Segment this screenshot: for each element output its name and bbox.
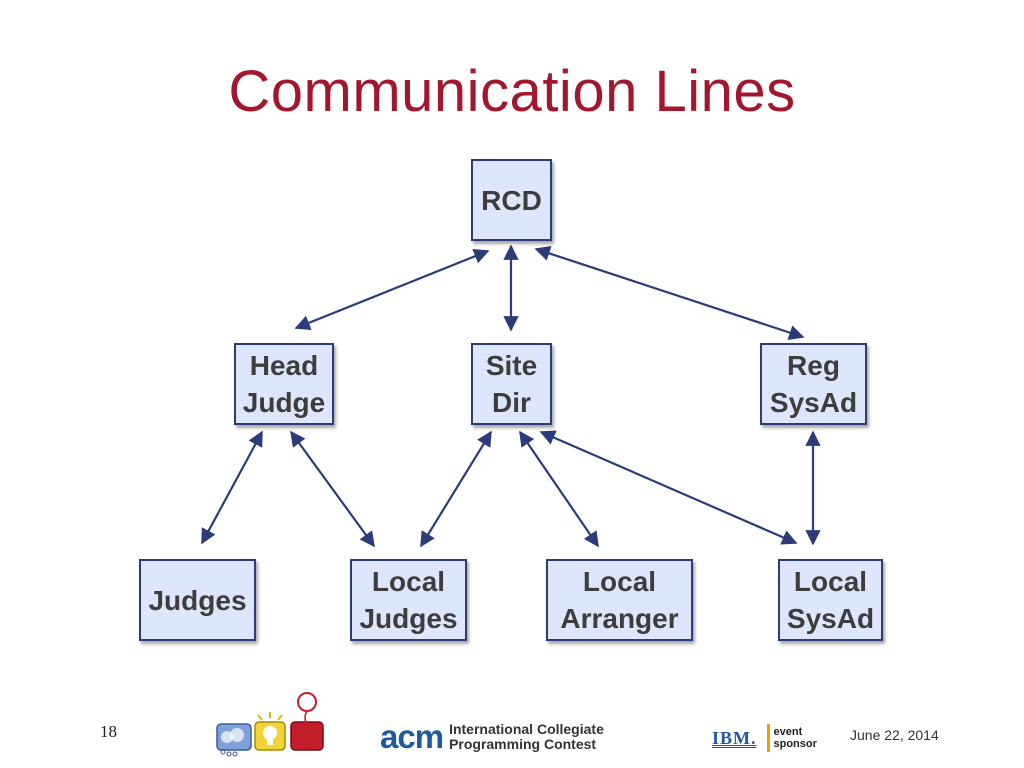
slide-number: 18 <box>100 722 117 741</box>
sponsor-divider <box>766 724 770 752</box>
edge-site-dir-local-arranger <box>519 430 599 548</box>
edge-site-dir-local-sysad <box>539 430 798 545</box>
node-site-dir-label: Site Dir <box>485 350 538 418</box>
node-local-judges-label: Local Judges <box>359 566 458 634</box>
node-site-dir: Site Dir <box>471 343 552 425</box>
cloud-icon <box>216 723 252 757</box>
edge-rcd-head-judge <box>294 249 490 330</box>
node-reg-sysad: Reg SysAd <box>760 343 867 425</box>
edge-head-judge-local-judges <box>290 430 375 548</box>
node-local-arranger-label: Local Arranger <box>560 566 679 634</box>
node-judges-label: Judges <box>148 584 247 616</box>
acm-wordmark: acm <box>380 718 444 755</box>
balloon-icon <box>290 692 324 751</box>
node-local-sysad-label: Local SysAd <box>786 566 875 634</box>
node-rcd-label: RCD <box>481 184 542 216</box>
lightbulb-icon <box>254 712 286 751</box>
ibm-wordmark: IBM. <box>712 727 757 748</box>
edge-rcd-reg-sysad <box>534 246 805 340</box>
edge-site-dir-local-judges <box>420 430 492 548</box>
contest-icons <box>216 692 324 757</box>
ibm-sponsor-logo: IBM. event sponsor <box>712 724 817 752</box>
node-head-judge-label: Head Judge <box>242 350 326 418</box>
node-judges: Judges <box>139 559 256 641</box>
node-head-judge: Head Judge <box>234 343 334 425</box>
sponsor-label: event sponsor <box>773 726 817 750</box>
acm-subtitle: International Collegiate Programming Con… <box>449 721 604 752</box>
node-reg-sysad-label: Reg SysAd <box>769 350 858 418</box>
node-local-arranger: Local Arranger <box>546 559 693 641</box>
node-rcd: RCD <box>471 159 552 241</box>
edge-head-judge-judges <box>201 430 263 545</box>
slide-date: June 22, 2014 <box>850 727 939 743</box>
node-local-judges: Local Judges <box>350 559 467 641</box>
node-local-sysad: Local SysAd <box>778 559 883 641</box>
acm-icpc-logo: acm International Collegiate Programming… <box>380 718 604 756</box>
slide-title: Communication Lines <box>228 59 796 124</box>
